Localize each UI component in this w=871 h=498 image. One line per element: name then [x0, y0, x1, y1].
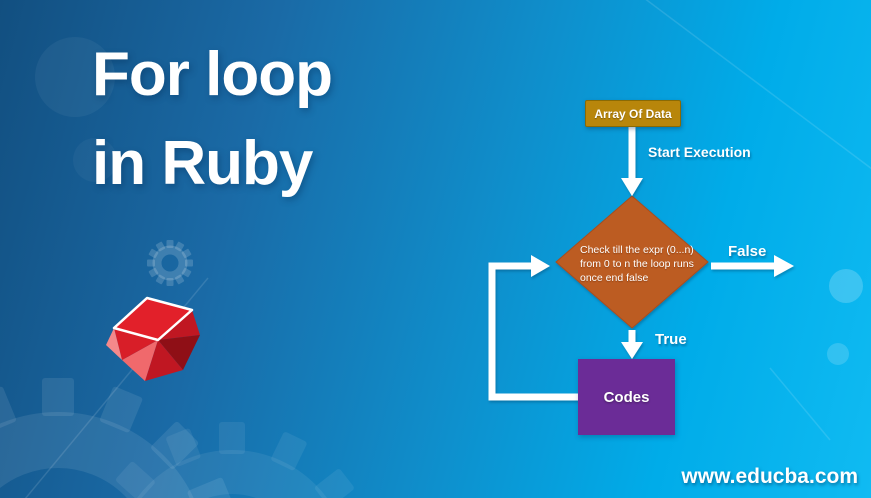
array-of-data-box: Array Of Data	[585, 100, 681, 127]
gear-icon	[116, 422, 354, 498]
loop-back-arrow	[488, 255, 578, 401]
decision-diamond	[555, 195, 709, 329]
decor-circle	[35, 37, 115, 117]
decor-circle	[827, 343, 849, 365]
gear-icon	[147, 240, 193, 286]
decor-circle	[829, 269, 863, 303]
codes-box: Codes	[578, 359, 675, 435]
start-execution-arrow	[621, 127, 643, 196]
true-arrow	[621, 330, 643, 359]
false-label: False	[728, 243, 767, 260]
decision-text-line: from 0 to n the loop runs	[580, 258, 694, 270]
decor-circle	[73, 138, 117, 182]
title-line-2: in Ruby	[92, 129, 313, 198]
ruby-gem-icon	[100, 288, 204, 388]
website-watermark: www.educba.com	[681, 465, 858, 488]
false-arrow	[711, 255, 794, 277]
decision-text: Check till the expr (0...n) from 0 to n …	[580, 243, 705, 285]
decision-text-line: Check till the expr (0...n)	[580, 244, 694, 256]
start-execution-label: Start Execution	[648, 144, 751, 160]
true-label: True	[655, 331, 687, 348]
decision-text-line: once end false	[580, 272, 649, 284]
page-title: For loop in Ruby	[92, 30, 333, 208]
gear-icon	[0, 378, 234, 498]
title-line-1: For loop	[92, 40, 333, 109]
